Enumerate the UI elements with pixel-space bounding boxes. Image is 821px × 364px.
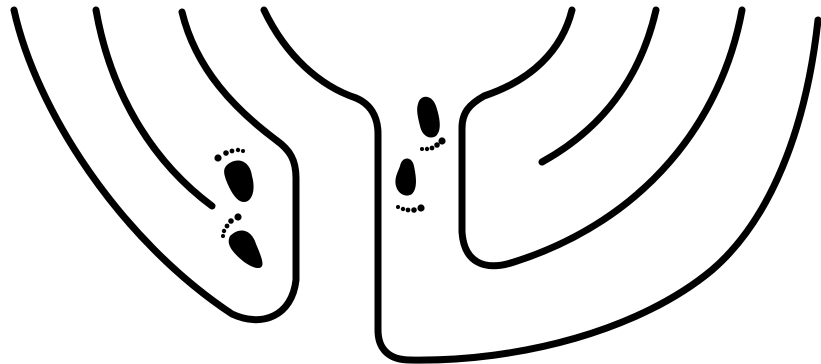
footprint-toe xyxy=(236,148,240,152)
outer-left-wall xyxy=(14,10,296,320)
footprint-toe xyxy=(425,147,429,151)
right-spiral-arm xyxy=(542,10,656,162)
inner-right-wall xyxy=(462,10,742,266)
footprint-toe xyxy=(228,218,234,224)
footprint-toe xyxy=(417,204,424,211)
footprint-toe xyxy=(223,150,229,156)
footprint-toe xyxy=(401,207,405,211)
footprint-toe xyxy=(406,208,411,213)
footprint-toe xyxy=(221,234,225,238)
footprint-toe xyxy=(230,149,235,154)
footprint-toe xyxy=(241,149,245,153)
footprint-toe xyxy=(214,154,221,161)
footprint-toe xyxy=(225,224,230,229)
footprint-toe xyxy=(420,147,424,151)
footprint-toe xyxy=(411,207,417,213)
footprint-toe xyxy=(234,213,241,220)
footprint-sole xyxy=(224,161,253,202)
footprint-sole xyxy=(417,97,440,138)
footprint-toe xyxy=(438,137,445,144)
labyrinth-walls xyxy=(14,10,818,360)
footprint-sole xyxy=(395,159,416,196)
footprints-icon xyxy=(214,148,262,268)
footprint-toe xyxy=(222,229,226,233)
footprint-toe xyxy=(434,142,440,148)
footprint-sole xyxy=(229,230,263,268)
footprint-toe xyxy=(430,146,435,151)
footprints-icon xyxy=(395,97,445,213)
footprint-toe xyxy=(396,205,400,209)
